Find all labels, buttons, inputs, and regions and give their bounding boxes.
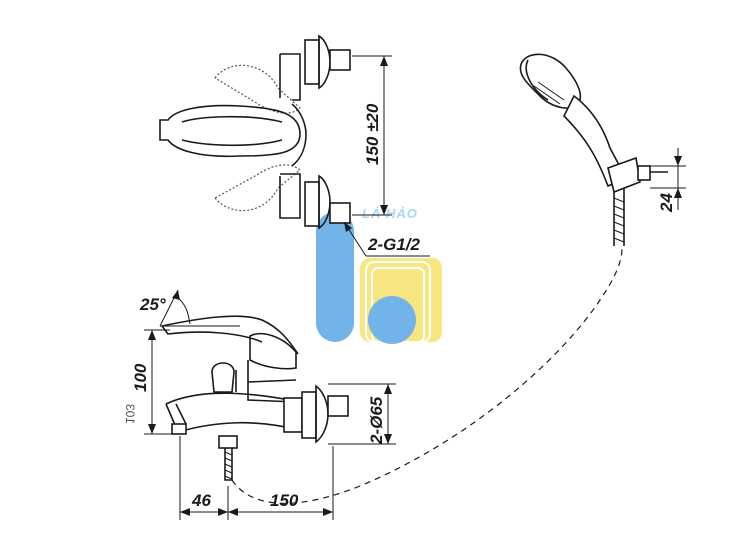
side-view [161,315,349,481]
watermark-text: LÁ HẢO [362,206,418,221]
dim-hose-clip: 24 [650,148,686,213]
dim-diameter-label: 2-Ø65 [367,396,386,445]
dim-width-left-label: 46 [191,491,211,510]
dim-height-top: 150 ±20 [352,55,392,216]
dim-angle-label: 25° [139,295,166,314]
dim-height-body: 100 [131,329,172,435]
side-mark-label: 103 [123,404,137,424]
dim-width-right-label: 150 [270,491,299,510]
dim-height-top-label: 150 ±20 [363,103,382,165]
dim-bottom: 46 150 [179,436,334,520]
dim-hose-clip-label: 24 [657,193,676,213]
dim-thread-label: 2-G1/2 [367,235,421,254]
watermark-logo: LÁ HẢO [316,206,442,344]
shower-hose [231,247,623,504]
dim-thread: 2-G1/2 [343,221,430,257]
dim-angle: 25° [139,289,240,327]
hand-shower [519,53,668,246]
dim-height-body-label: 100 [131,363,150,392]
top-view [159,34,351,230]
dim-diameter: 2-Ø65 [328,383,396,445]
